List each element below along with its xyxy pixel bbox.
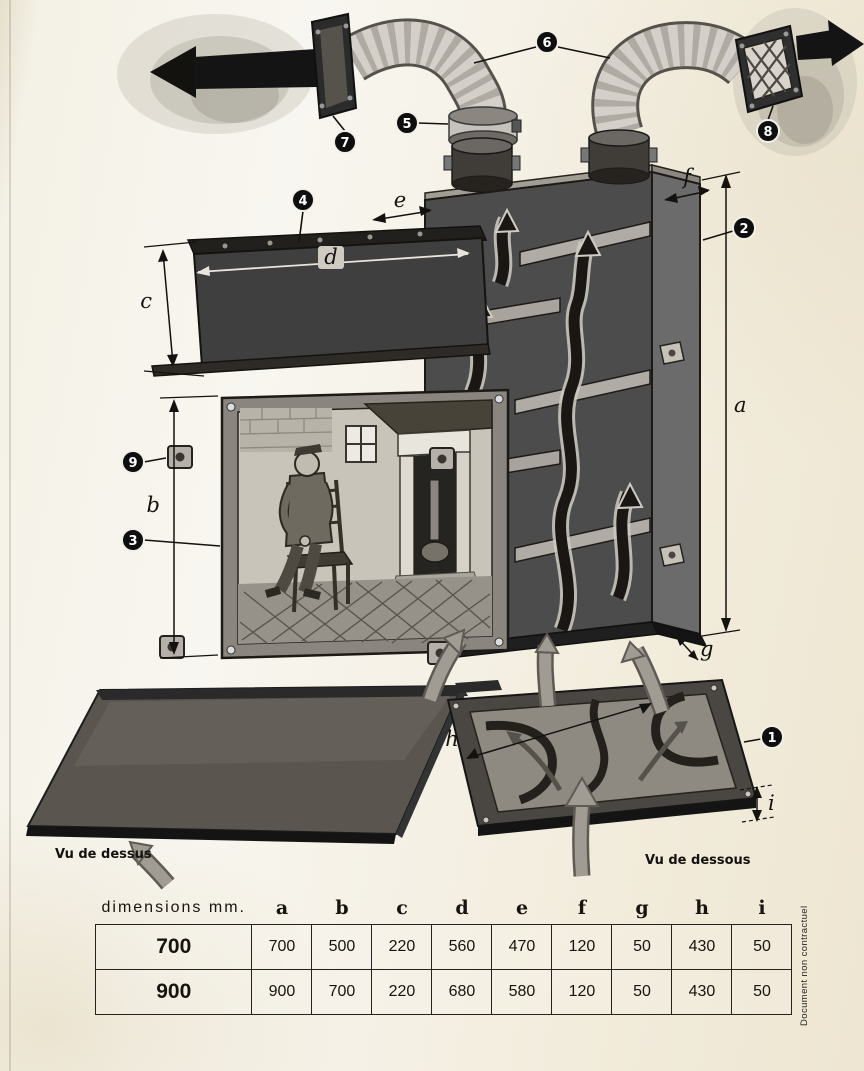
dim-label-a: a (734, 393, 747, 417)
svg-text:4: 4 (298, 194, 307, 209)
callout-7: 7 (332, 115, 357, 154)
value-cell: 50 (731, 923, 793, 970)
value-cell: 900 (251, 968, 313, 1015)
dim-label-h: h (445, 727, 459, 751)
svg-text:3: 3 (128, 534, 137, 549)
value-cell: 700 (251, 923, 313, 970)
table-title: dimensions mm. (101, 899, 246, 917)
bottom-plate-top-view (26, 680, 502, 844)
airflow-arrows (128, 628, 671, 890)
svg-text:6: 6 (542, 36, 551, 51)
dim-label-e: e (394, 188, 406, 212)
dim-e: e (372, 188, 432, 223)
callout-8: 8 (756, 105, 780, 143)
dim-a: a (701, 171, 747, 637)
col-header-a: a (275, 897, 289, 920)
svg-text:2: 2 (739, 222, 748, 237)
dim-c: c (140, 241, 205, 377)
table-header-row: dimensions mm. a b c d e f g h i (96, 893, 792, 924)
value-cell: 700 (311, 968, 373, 1015)
duct-stub-left (443, 137, 521, 193)
dim-label-b: b (147, 493, 160, 517)
value-cell: 120 (551, 923, 613, 970)
value-cell: 430 (671, 968, 733, 1015)
outlet-grille (734, 24, 804, 114)
model-cell: 700 (94, 923, 253, 970)
callout-4: 4 (291, 188, 315, 243)
value-cell: 560 (431, 923, 493, 970)
col-header-c: c (396, 897, 408, 920)
side-note: Document non contractuel (799, 905, 810, 1027)
value-cell: 470 (491, 923, 553, 970)
value-cell: 680 (431, 968, 493, 1015)
dim-h: h (445, 703, 652, 759)
left-exhaust-arrow (150, 46, 196, 98)
col-header-e: e (515, 897, 529, 920)
model-cell: 900 (94, 968, 253, 1015)
flex-hose-left (340, 21, 504, 117)
value-cell: 120 (551, 968, 613, 1015)
paper-crease (9, 0, 11, 1071)
front-panel (159, 388, 510, 665)
svg-text:1: 1 (767, 731, 776, 746)
value-cell: 50 (731, 968, 793, 1015)
svg-text:7: 7 (340, 136, 349, 151)
wall-flange (310, 12, 358, 120)
col-header-d: d (455, 897, 469, 920)
callout-6: 6 (473, 30, 611, 64)
baffle-tray-bottom-view (446, 678, 758, 836)
dim-label-i: i (768, 791, 775, 815)
table-row-900: 900 900 700 220 680 580 120 50 430 50 (94, 968, 793, 1015)
col-header-h: h (695, 897, 709, 920)
dim-label-d: d (324, 245, 337, 269)
dim-b: b (147, 395, 219, 659)
dim-label-f: f (681, 165, 694, 189)
callouts: 1 2 3 4 5 (121, 30, 784, 749)
dim-g: g (675, 635, 713, 661)
callout-1: 1 (743, 725, 784, 749)
col-header-i: i (758, 897, 766, 920)
table-row-700: 700 700 500 220 560 470 120 50 430 50 (94, 923, 793, 970)
dimensions-table: dimensions mm. a b c d e f g h i 700 700… (94, 893, 793, 1015)
col-header-g: g (635, 897, 649, 920)
svg-text:9: 9 (128, 456, 137, 471)
top-panel (151, 225, 491, 377)
bottom-view-label: Vu de dessous (645, 853, 751, 868)
value-cell: 500 (311, 923, 373, 970)
dim-label-g: g (700, 637, 713, 661)
dim-label-c: c (140, 289, 152, 313)
value-cell: 50 (611, 968, 673, 1015)
dim-f: f (664, 165, 710, 203)
exhaust-duct-left (150, 12, 522, 150)
flex-hose-right (594, 24, 758, 141)
side-bolts (659, 341, 685, 567)
top-view-label: Vu de dessus (55, 847, 152, 862)
seated-man (264, 444, 334, 600)
col-header-f: f (577, 897, 587, 920)
svg-text:5: 5 (402, 117, 411, 132)
exhaust-duct-right (591, 20, 864, 142)
fireplace-scene (238, 399, 493, 645)
dimension-annotations: a b c (140, 165, 775, 823)
value-cell: 580 (491, 968, 553, 1015)
value-cell: 50 (611, 923, 673, 970)
right-exhaust-arrow (796, 30, 834, 60)
value-cell: 220 (371, 923, 433, 970)
callout-3: 3 (121, 528, 221, 552)
exploded-diagram: a b c (26, 12, 864, 890)
svg-text:8: 8 (763, 125, 772, 140)
col-header-b: b (335, 897, 349, 920)
dim-d: d (196, 245, 470, 276)
value-cell: 430 (671, 923, 733, 970)
value-cell: 220 (371, 968, 433, 1015)
callout-5: 5 (395, 111, 449, 135)
dim-i: i (739, 784, 775, 823)
duct-stub-right (580, 129, 658, 185)
callout-9: 9 (121, 450, 167, 474)
callout-2: 2 (702, 216, 756, 241)
